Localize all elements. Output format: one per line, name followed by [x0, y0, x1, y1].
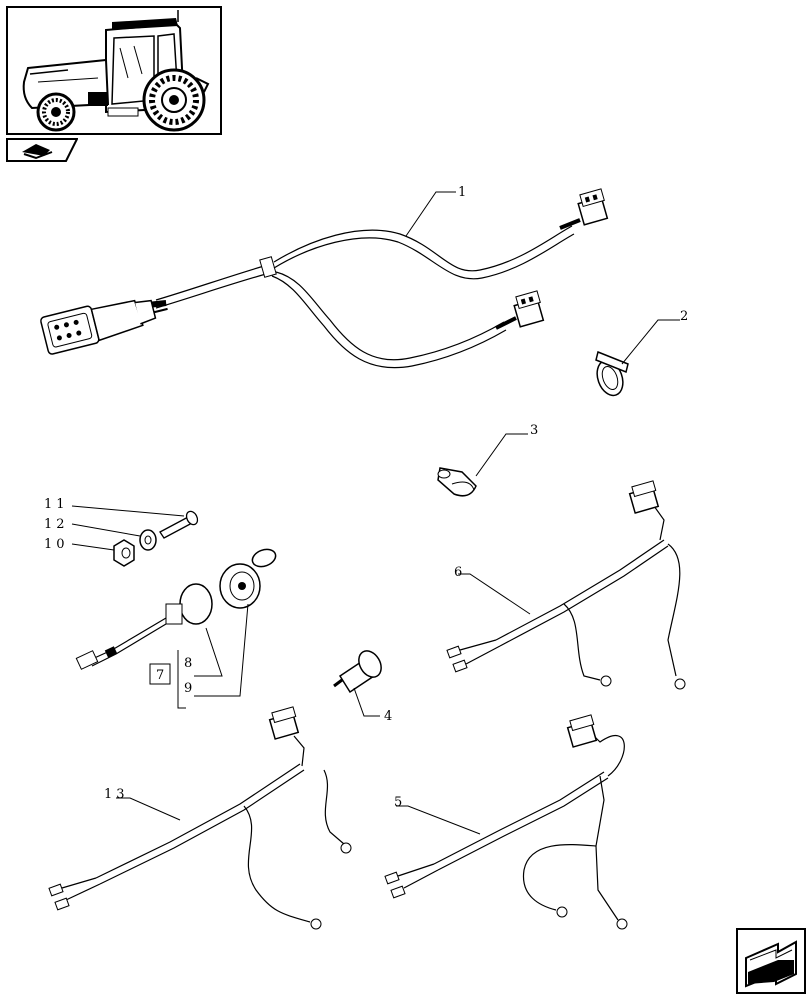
nut — [113, 539, 135, 567]
harness-13 — [48, 706, 352, 930]
callout-2: 2 — [680, 309, 692, 324]
harness-5 — [384, 714, 628, 930]
socket-housing — [219, 548, 277, 609]
callout-3: 3 — [530, 423, 542, 438]
next-page-arrow-icon — [745, 940, 797, 988]
callout-12: 12 — [44, 517, 69, 532]
callout-8: 8 — [184, 656, 196, 671]
callout-7: 7 — [156, 668, 168, 683]
next-page-button[interactable] — [736, 928, 806, 994]
callout-labels: 1 2 3 4 5 6 7 8 9 10 11 12 13 — [44, 185, 692, 810]
callout-4: 4 — [384, 709, 396, 724]
plug — [333, 650, 382, 694]
callout-6: 6 — [454, 565, 466, 580]
leader-lines — [71, 191, 680, 835]
book-arrow-icon — [6, 138, 79, 162]
callout-7-box — [149, 663, 171, 685]
callout-5: 5 — [394, 795, 406, 810]
book-tab[interactable] — [6, 138, 79, 162]
callout-1: 1 — [458, 185, 470, 200]
cable-strap — [595, 350, 629, 397]
callout-13: 13 — [104, 787, 129, 802]
callout-9: 9 — [184, 681, 196, 696]
socket-with-lead — [75, 583, 213, 670]
harness-6 — [446, 480, 686, 690]
tractor-thumbnail — [6, 6, 222, 135]
callout-10: 10 — [44, 537, 69, 552]
main-harness — [40, 188, 609, 369]
tractor-icon — [22, 10, 210, 132]
callout-11: 11 — [44, 497, 69, 512]
cable-clip — [437, 467, 477, 497]
bolt — [159, 510, 199, 539]
washer — [139, 529, 157, 551]
